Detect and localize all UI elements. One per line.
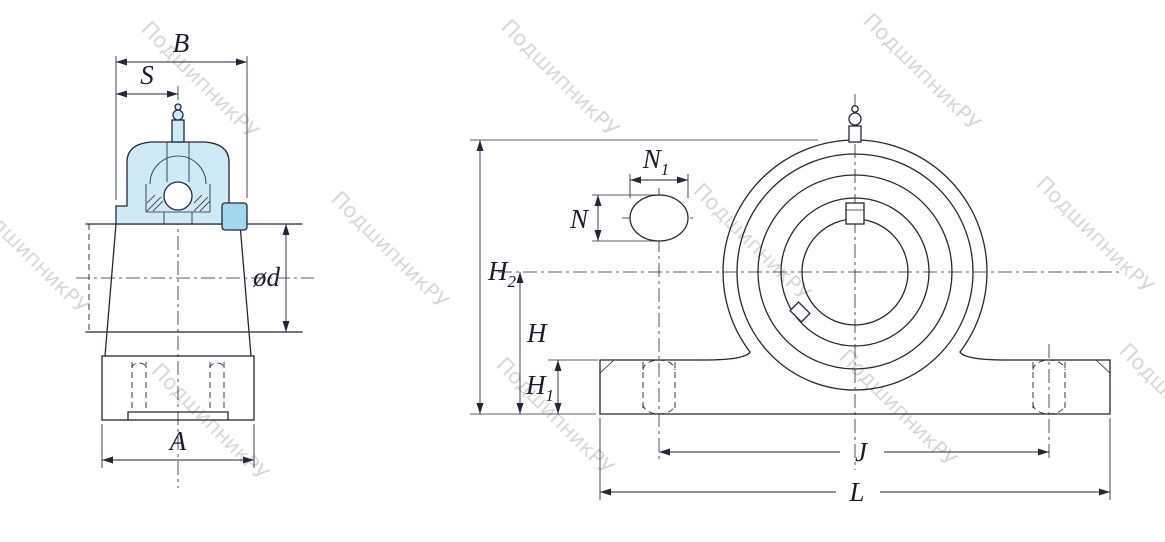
dim-label-od: ød xyxy=(252,262,281,292)
bearing-rings xyxy=(736,153,974,391)
setscrew-collar xyxy=(221,202,248,231)
dimension-H1: H1 xyxy=(525,359,598,414)
dim-label-H1: H1 xyxy=(525,370,554,405)
dim-label-N: N xyxy=(569,204,590,234)
grease-fitting-icon xyxy=(848,105,862,143)
dim-label-J: J xyxy=(855,437,869,467)
dimension-B: B xyxy=(115,28,248,200)
watermark-text: ПодшипникРУ xyxy=(326,187,453,314)
dimension-od: ød xyxy=(252,224,290,332)
watermark-text: ПодшипникРУ xyxy=(1031,172,1158,299)
dimension-J: J xyxy=(659,437,1049,467)
slot-detail xyxy=(622,188,696,462)
watermark-text: ПодшипникРУ xyxy=(858,9,985,136)
set-screw-top xyxy=(845,202,865,225)
dimension-H: H xyxy=(516,272,548,414)
watermark-text: ПодшипникРУ xyxy=(1114,339,1165,466)
dimension-A: A xyxy=(101,424,255,468)
dim-label-A: A xyxy=(168,426,187,456)
watermark-text: ПодшипникРУ xyxy=(688,179,815,306)
watermark-text: ПодшипникРУ xyxy=(491,353,618,480)
dim-label-L: L xyxy=(848,477,864,507)
set-screw-side xyxy=(789,301,811,323)
watermark-text: ПодшипникРУ xyxy=(496,15,623,142)
dimension-N: N xyxy=(569,194,660,242)
dim-label-S: S xyxy=(140,60,154,90)
dim-label-N1: N1 xyxy=(642,144,670,179)
dimension-S: S xyxy=(116,60,178,98)
dim-label-B: B xyxy=(173,28,190,58)
dimension-L: L xyxy=(599,418,1111,507)
dimension-H2: H2 xyxy=(470,139,818,415)
bearing-ball xyxy=(163,181,193,211)
housing-body xyxy=(101,223,255,421)
dimension-N1: N1 xyxy=(629,144,689,198)
bearing-cap xyxy=(115,103,248,231)
watermark-text: ПодшипникРУ xyxy=(136,17,263,144)
dim-label-H2: H2 xyxy=(487,256,517,291)
watermark-text: ПодшипникРУ xyxy=(0,192,93,319)
side-view: B S ød A xyxy=(76,28,314,488)
grease-fitting-icon xyxy=(171,103,185,143)
dim-label-H: H xyxy=(526,318,548,348)
front-view: N1 N H2 H H1 xyxy=(470,94,1120,507)
